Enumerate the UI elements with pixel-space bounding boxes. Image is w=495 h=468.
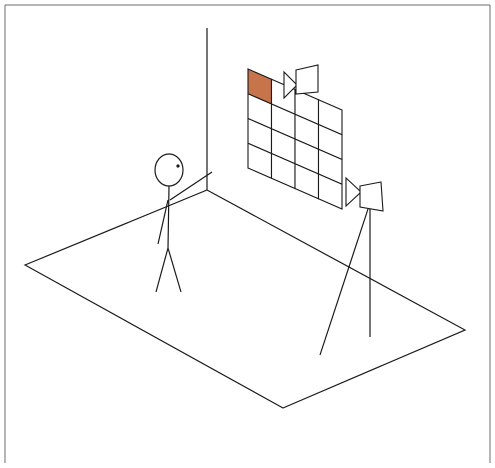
- figure-head: [155, 154, 183, 186]
- floor-plane: [25, 190, 465, 408]
- tripod-leg-front: [320, 209, 368, 355]
- stick-figure-icon: [155, 154, 212, 292]
- figure-leg-left: [156, 248, 168, 292]
- wall-grid: [248, 69, 342, 209]
- tripod-camera-lens: [346, 178, 360, 206]
- wall-camera-icon: [284, 65, 318, 98]
- figure-eye: [176, 164, 179, 167]
- tripod-camera-icon: [320, 178, 383, 355]
- figure-arm-left: [158, 200, 168, 244]
- wall-camera-body: [296, 65, 318, 94]
- tripod-camera-body: [360, 182, 383, 211]
- figure-leg-right: [168, 248, 181, 292]
- figure-body: [168, 186, 169, 248]
